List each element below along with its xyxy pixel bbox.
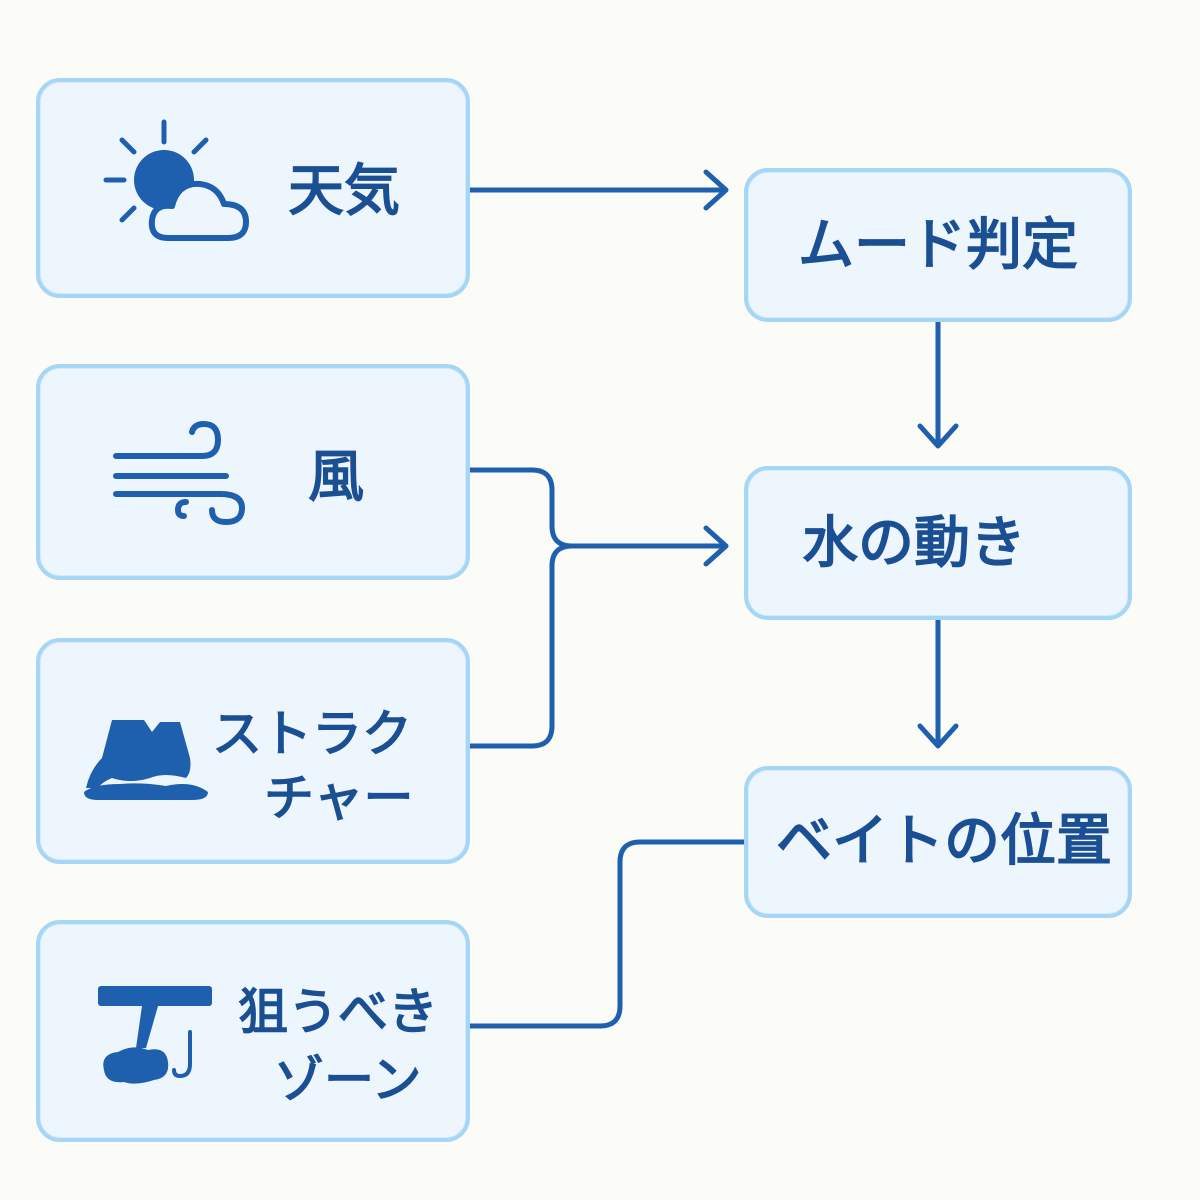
wind-icon (113, 420, 246, 526)
node-water-movement: 水の動き (744, 466, 1132, 620)
target-zone-label-line1: 狙うべき (238, 983, 438, 1041)
connector-wind-to-water (467, 467, 727, 549)
connector-zone-to-bait (467, 839, 749, 1029)
connector-structure-to-water (467, 543, 575, 749)
arrowhead-mood (703, 169, 729, 211)
arrowhead-water-right (703, 525, 729, 567)
wind-label: 風 (308, 445, 364, 510)
node-mood: ムード判定 (744, 168, 1132, 322)
node-weather: 天気 (36, 78, 470, 298)
water-movement-label: 水の動き (802, 511, 1026, 576)
target-zone-label-line2: ゾーン (274, 1051, 422, 1109)
structure-label-line1: ストラク (212, 705, 412, 763)
node-structure: ストラク チャー (36, 638, 470, 864)
arrowhead-water-down (917, 423, 959, 449)
structure-label-line2: チャー (264, 769, 414, 827)
node-bait-position: ベイトの位置 (744, 766, 1132, 918)
arrowhead-bait-down (917, 723, 959, 749)
mood-label: ムード判定 (798, 213, 1078, 278)
node-wind: 風 (36, 364, 470, 580)
bait-position-label: ベイトの位置 (776, 809, 1112, 874)
fishing-zone-icon (98, 986, 212, 1084)
node-target-zone: 狙うべき ゾーン (36, 920, 470, 1142)
rock-structure-icon (84, 720, 208, 800)
weather-label: 天気 (288, 159, 400, 224)
sun-cloud-icon (103, 119, 249, 241)
